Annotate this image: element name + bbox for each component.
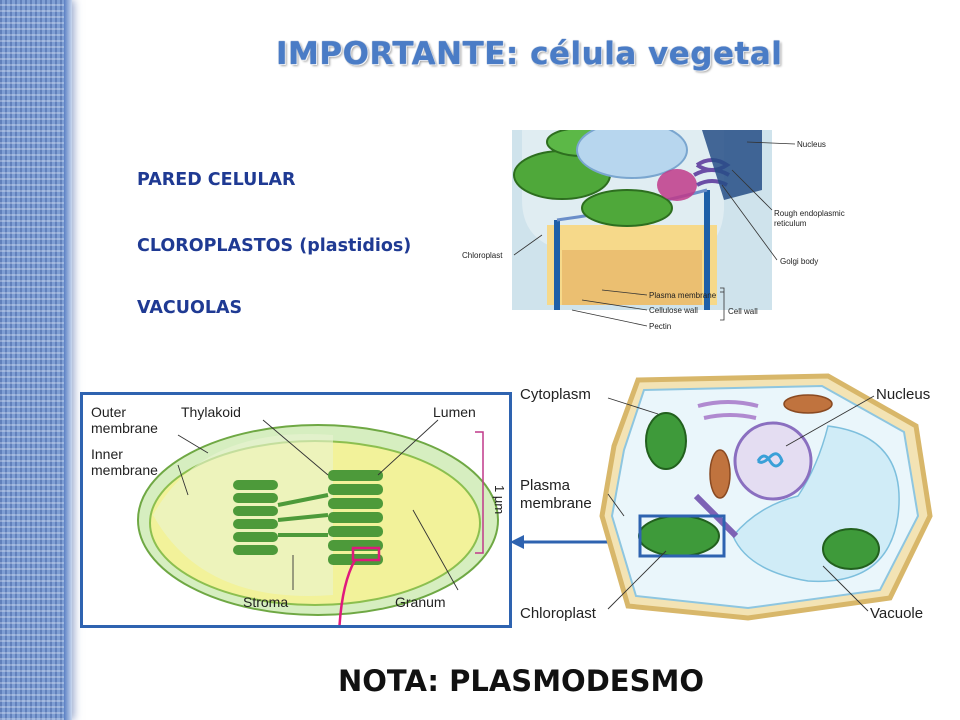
granum-left	[233, 480, 278, 555]
chloroplast-cell-1	[645, 412, 687, 470]
cell-label-lines	[607, 395, 875, 612]
plant-cell-detail-figure: Nucleus Rough endoplasmic reticulum Chlo…	[462, 130, 845, 331]
bullet-vacuolas: VACUOLAS	[137, 298, 243, 318]
er-cell-shape	[697, 400, 759, 420]
label-inner-2: membrane	[91, 462, 158, 478]
label-lumen: Lumen	[433, 404, 476, 420]
label-chloroplast-top: Chloroplast	[462, 251, 503, 260]
chloroplast-diagram: 1 µm Outer membrane Thylakoid Lumen Inne…	[91, 404, 507, 636]
chloroplast-figure-frame: 1 µm Outer membrane Thylakoid Lumen Inne…	[80, 392, 512, 636]
label-plasma-2: membrane	[520, 495, 592, 512]
mitochondrion-shape	[657, 169, 697, 201]
highlight-box	[351, 546, 381, 562]
chromatin-shape	[756, 452, 784, 468]
sidebar-edge	[64, 0, 72, 720]
nucleus-cell-shape	[733, 421, 813, 501]
chloroplast-cell-3	[822, 528, 880, 570]
label-chloroplast-cell: Chloroplast	[520, 605, 597, 622]
label-inner-1: Inner	[91, 446, 123, 462]
chloroplast-shape-2	[581, 189, 673, 227]
label-pectin: Pectin	[649, 322, 671, 331]
nucleus-shape	[576, 130, 688, 179]
mitochondrion-cell-1	[709, 449, 731, 499]
label-plasma-1: Plasma	[520, 477, 571, 494]
label-lines	[513, 141, 796, 327]
chloroplast-highlight-box	[638, 514, 726, 558]
mitochondrion-cell-2	[783, 394, 833, 414]
bullet-cloroplastos: CLOROPLASTOS (plastidios)	[137, 236, 412, 256]
label-cytoplasm: Cytoplasm	[520, 386, 591, 403]
footer-note: NOTA: PLASMODESMO	[338, 664, 704, 698]
slide-title: IMPORTANTE: célula vegetal	[276, 36, 783, 72]
label-scale: 1 µm	[492, 485, 507, 514]
label-thylakoid: Thylakoid	[181, 404, 241, 420]
label-nucleus-cell: Nucleus	[876, 386, 930, 403]
chloroplast-cell-2	[638, 515, 720, 557]
decorative-sidebar	[0, 0, 70, 720]
bullet-pared-celular: PARED CELULAR	[137, 170, 296, 190]
label-plasma-membrane-top: Plasma membrane	[649, 291, 717, 300]
label-cell-wall: Cell wall	[728, 307, 758, 316]
label-rer-2: reticulum	[774, 219, 807, 228]
scale-bar	[475, 431, 484, 554]
plant-cell-figure: Cytoplasm Nucleus Plasma membrane Chloro…	[520, 373, 933, 622]
rer-region	[702, 130, 762, 200]
label-cellulose-wall: Cellulose wall	[649, 306, 698, 315]
label-stroma: Stroma	[243, 594, 288, 610]
label-vacuole: Vacuole	[870, 605, 923, 622]
label-outer-1: Outer	[91, 404, 126, 420]
label-outer-2: membrane	[91, 420, 158, 436]
pectin-region	[562, 250, 702, 305]
granum-right	[328, 470, 383, 565]
label-golgi: Golgi body	[780, 257, 818, 266]
label-granum: Granum	[395, 594, 446, 610]
stroma-lamellae	[277, 493, 329, 537]
chloroplast-label-lines	[177, 419, 459, 591]
label-nucleus: Nucleus	[797, 140, 826, 149]
label-rer-1: Rough endoplasmic	[774, 209, 845, 218]
